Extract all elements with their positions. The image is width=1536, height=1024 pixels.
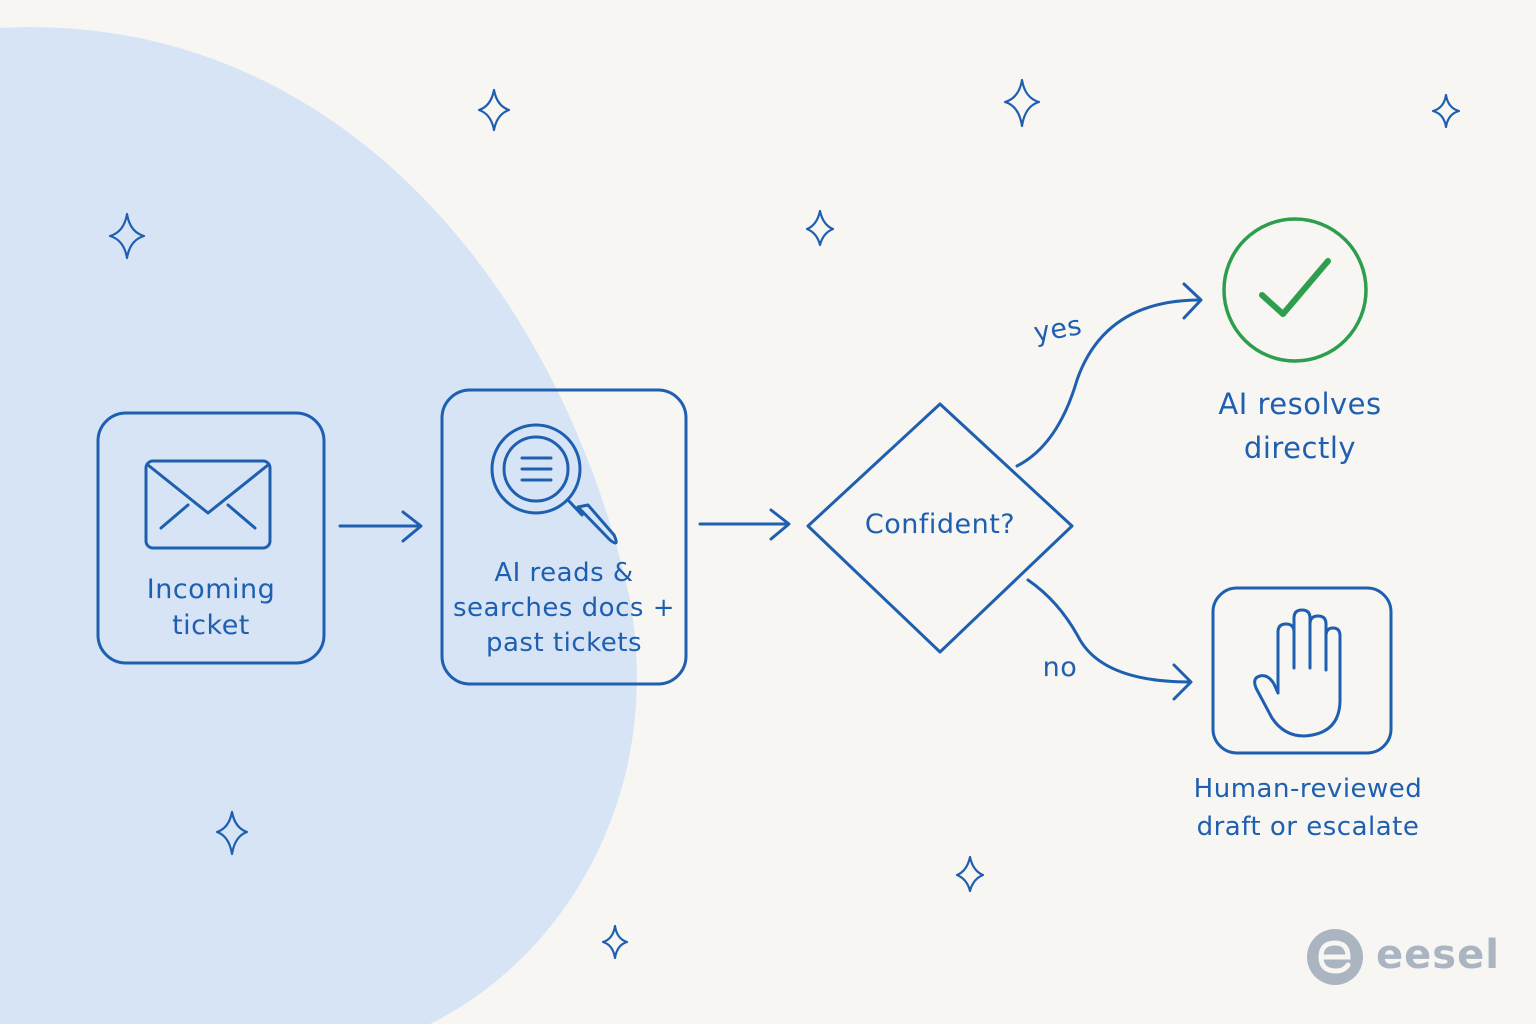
envelope-icon: [144, 459, 272, 550]
search-node: [440, 388, 688, 686]
arrow-yes: [1015, 298, 1202, 468]
label-line: draft or escalate: [1196, 812, 1420, 842]
label-line: Confident?: [864, 509, 1016, 540]
arrow-yes-head: [1182, 282, 1203, 320]
arrows: [338, 282, 1203, 701]
background-blob: [0, 27, 637, 1024]
sparkle-icon: [805, 209, 835, 247]
label-line: searches docs +: [453, 593, 675, 623]
sparkle-icon: [1003, 78, 1041, 128]
checkmark-icon: [1259, 258, 1331, 317]
incoming-ticket-label: Incoming ticket: [98, 572, 324, 644]
magnifier-icon: [490, 423, 618, 545]
search-label: AI reads & searches docs + past tickets: [442, 556, 686, 661]
resolve-label: AI resolves directly: [1180, 382, 1420, 470]
incoming-ticket-node: [96, 411, 326, 665]
label-line: AI reads &: [494, 558, 634, 588]
arrow-no-head: [1172, 663, 1193, 701]
label-line: Incoming: [146, 574, 276, 605]
escalate-label: Human-reviewed draft or escalate: [1170, 770, 1446, 846]
label-line: no: [1042, 652, 1078, 683]
label-line: Human-reviewed: [1193, 774, 1423, 804]
sparkle-icon: [1431, 93, 1461, 129]
eesel-logo-icon: [1307, 929, 1363, 985]
decision-diamond: [806, 402, 1074, 654]
arrow-no: [1026, 578, 1192, 684]
sparkle-icon: [215, 810, 249, 856]
arrow-1-head: [401, 510, 423, 543]
sparkle-icon: [477, 88, 511, 132]
decision-label: Confident?: [820, 507, 1060, 543]
hand-icon: [1253, 608, 1342, 738]
label-line: ticket: [172, 610, 250, 641]
label-line: directly: [1243, 431, 1357, 465]
sparkle-icon: [955, 855, 985, 893]
escalate-node: [1211, 586, 1393, 755]
sparkle-icon: [601, 924, 629, 960]
label-line: past tickets: [485, 628, 643, 658]
sparkle-icons: [108, 78, 1461, 960]
arrow-2-head: [769, 508, 791, 541]
edge-label-no: no: [1020, 650, 1100, 686]
sparkle-icon: [108, 212, 146, 260]
resolve-circle: [1222, 217, 1368, 363]
brand-name: eesel: [1376, 932, 1500, 978]
label-line: AI resolves: [1218, 387, 1382, 421]
